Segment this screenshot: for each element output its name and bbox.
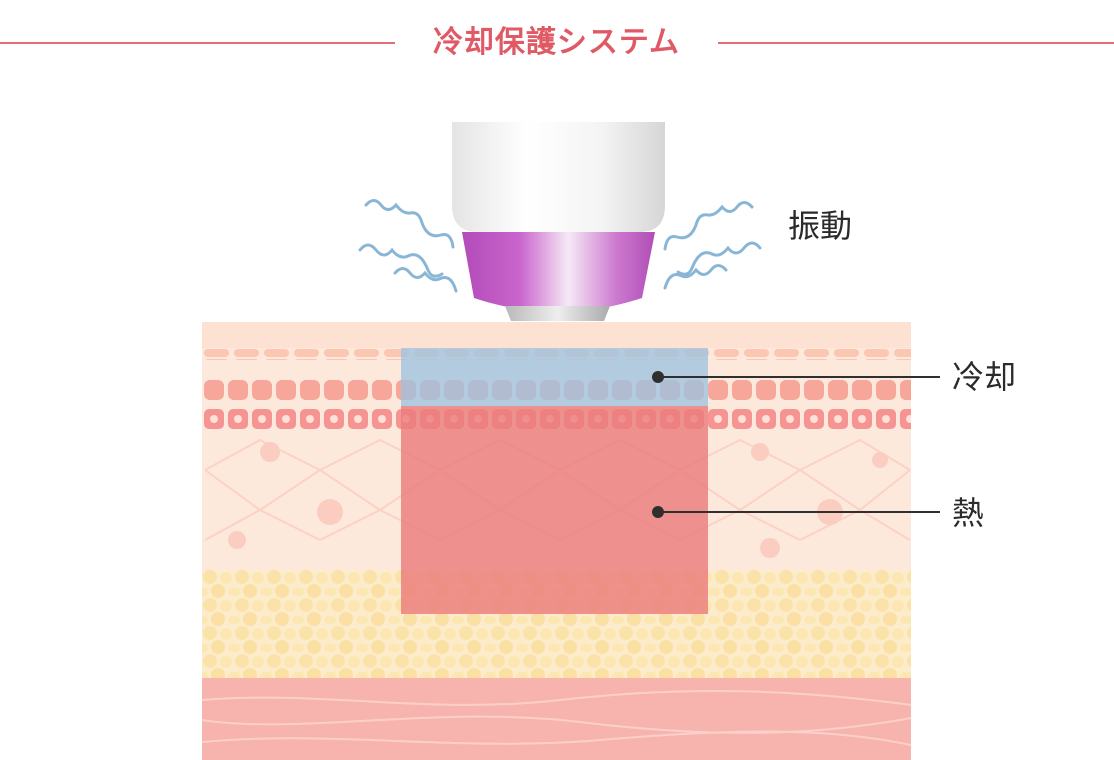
cooling-pointer (652, 371, 940, 383)
heat-label: 熱 (952, 494, 985, 532)
probe-tip (462, 232, 655, 312)
dermis-cells (228, 442, 888, 558)
page-title: 冷却保護システム (432, 25, 681, 60)
skin-surface-layer (202, 322, 911, 348)
cooling-label: 冷却 (952, 358, 1017, 396)
title-divider-right (718, 42, 1114, 44)
heat-pointer (652, 506, 940, 518)
vibration-waves-icon (358, 199, 762, 293)
probe-device (348, 122, 763, 321)
probe-body (452, 122, 665, 232)
muscle-fibers (201, 689, 912, 746)
probe-base (505, 306, 610, 321)
title-row: 冷却保護システム (0, 20, 1114, 68)
title-divider-left (0, 42, 395, 44)
vibration-label: 振動 (788, 207, 853, 245)
